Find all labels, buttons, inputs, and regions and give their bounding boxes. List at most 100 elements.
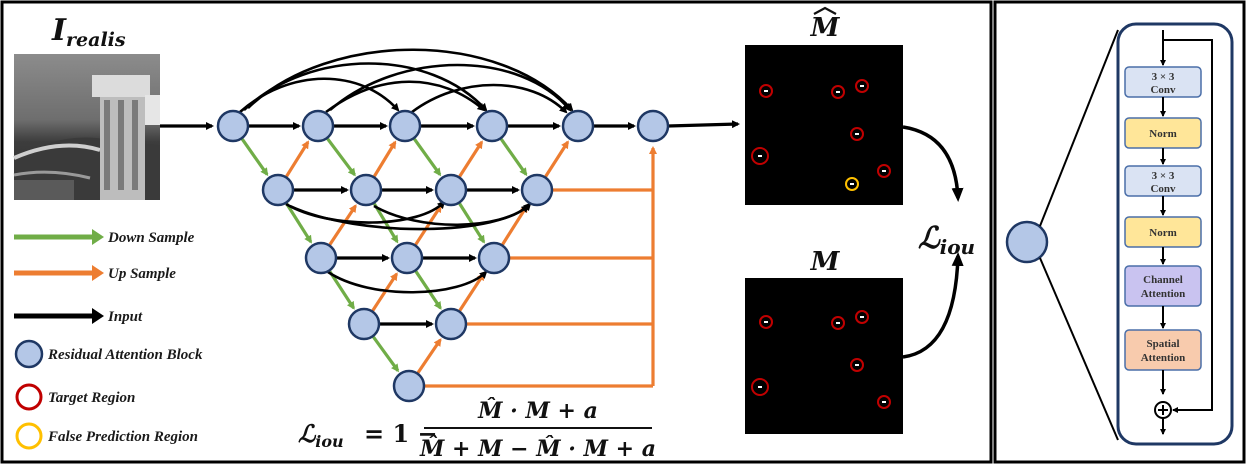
gt-targets-ring-3 bbox=[850, 358, 864, 372]
rab-step-line1-5: Spatial bbox=[1146, 338, 1179, 350]
gt-targets-ring-4 bbox=[751, 378, 769, 396]
gt-targets-ring-1 bbox=[831, 316, 845, 330]
gt-mask-image bbox=[745, 278, 903, 434]
down-arrow-a1-b1 bbox=[326, 137, 356, 177]
input-image-title: Irealis bbox=[51, 13, 126, 51]
up-arrow-c2-b3 bbox=[501, 204, 529, 246]
formula-eq: = 1 − bbox=[364, 419, 438, 448]
pred-targets-ring-2 bbox=[855, 79, 869, 93]
legend-up-label: Up Sample bbox=[108, 266, 176, 282]
legend-down-label: Down Sample bbox=[107, 230, 195, 246]
dense-curve-a1-a4 bbox=[329, 63, 572, 112]
rab-node-c1 bbox=[390, 241, 424, 275]
gt-mask-title: M bbox=[810, 247, 841, 277]
rab-node-b1 bbox=[349, 173, 383, 207]
pred-targets-ring-4 bbox=[751, 147, 769, 165]
formula-denominator: M̂ + M − M̂ · M + a bbox=[419, 436, 656, 462]
pred-targets-dot-6 bbox=[850, 183, 854, 185]
down-arrow-a3-b3 bbox=[499, 138, 528, 177]
rab-node-d0 bbox=[347, 307, 381, 341]
rab-node-c0 bbox=[304, 241, 338, 275]
pred-targets-ring-0 bbox=[759, 84, 773, 98]
up-arrow-b3-a4 bbox=[544, 140, 570, 178]
gt-targets-dot-2 bbox=[860, 316, 864, 318]
legend-false-label: False Prediction Region bbox=[47, 429, 198, 445]
rab-node-e0 bbox=[392, 369, 426, 403]
legend-node-icon bbox=[14, 339, 44, 369]
gt-targets-dot-3 bbox=[855, 364, 859, 366]
down-arrow-b2-c2 bbox=[458, 202, 486, 244]
main-panel-frame bbox=[0, 0, 993, 464]
gt-targets-dot-5 bbox=[882, 401, 886, 403]
pred-targets-ring-6 bbox=[845, 177, 859, 191]
formula-lhs: ℒiou bbox=[298, 419, 344, 451]
rab-step-line1-1: Norm bbox=[1149, 128, 1177, 140]
rab-node-b2 bbox=[434, 173, 468, 207]
pred-mask-title: M bbox=[810, 13, 841, 43]
rab-step-line2-4: Attention bbox=[1141, 288, 1186, 300]
output-arrow bbox=[667, 120, 740, 129]
up-arrow-b2-a3 bbox=[458, 140, 484, 178]
legend-down-arrow-head bbox=[92, 229, 104, 245]
legend-target-label: Target Region bbox=[48, 390, 135, 406]
gt-mask-targets bbox=[751, 310, 891, 409]
gt-targets-ring-2 bbox=[855, 310, 869, 324]
rab-node-a5 bbox=[636, 109, 670, 143]
nested-unet-network bbox=[160, 48, 740, 403]
gt-to-loss-arrow bbox=[902, 252, 964, 359]
pred-mask-hat bbox=[813, 6, 837, 15]
up-arrow-c1-b2 bbox=[414, 204, 443, 246]
gt-targets-dot-4 bbox=[758, 386, 762, 388]
pred-targets-ring-3 bbox=[850, 127, 864, 141]
pred-targets-dot-3 bbox=[855, 133, 859, 135]
down-arrow-a0-b0 bbox=[240, 138, 269, 177]
pred-targets-dot-4 bbox=[758, 155, 762, 157]
block-panel-frame bbox=[993, 0, 1246, 464]
up-arrow-b1-a2 bbox=[372, 140, 397, 178]
up-arrow-b0-a1 bbox=[285, 140, 310, 178]
dense-curve-a0-a4 bbox=[247, 48, 574, 112]
iou-loss-formula: ℒiou = 1 − M̂ · M + a M̂ + M − M̂ · M + … bbox=[298, 398, 656, 462]
legend-up-arrow-head bbox=[92, 265, 104, 281]
down-arrow-c1-d1 bbox=[414, 270, 442, 310]
pred-targets-dot-0 bbox=[764, 90, 768, 92]
down-arrow-d0-e0 bbox=[372, 336, 400, 373]
rab-step-line1-3: Norm bbox=[1149, 227, 1177, 239]
up-arrow-d1-c2 bbox=[458, 272, 485, 312]
pred-targets-dot-1 bbox=[836, 91, 840, 93]
legend-target-icon bbox=[15, 383, 43, 411]
formula-numerator: M̂ · M + a bbox=[477, 398, 598, 424]
rab-node-a4 bbox=[561, 109, 595, 143]
legend-input-label: Input bbox=[107, 309, 143, 325]
dense-curve-a2-a4 bbox=[411, 83, 568, 114]
rab-node-d1 bbox=[434, 307, 468, 341]
pred-targets-dot-5 bbox=[882, 170, 886, 172]
rab-step-line1-2: 3 × 3 bbox=[1152, 170, 1175, 182]
pred-targets-dot-2 bbox=[860, 85, 864, 87]
rab-step-line2-0: Conv bbox=[1150, 84, 1176, 96]
gt-targets-dot-1 bbox=[836, 322, 840, 324]
dense-curve-b0-b3 bbox=[289, 202, 532, 231]
up-arrow-e0-d1 bbox=[416, 338, 442, 374]
gt-targets-dot-0 bbox=[764, 321, 768, 323]
input-infrared-image bbox=[13, 54, 160, 200]
legend-false-icon bbox=[15, 422, 43, 450]
loss-label: ℒiou bbox=[918, 221, 975, 259]
rab-step-line2-2: Conv bbox=[1150, 183, 1176, 195]
legend-input-arrow-head bbox=[92, 308, 104, 324]
up-arrow-d0-c1 bbox=[371, 272, 398, 312]
legend-node-label: Residual Attention Block bbox=[47, 347, 203, 363]
pred-mask-image bbox=[745, 45, 903, 205]
rab-zoom-node bbox=[1005, 220, 1049, 264]
rab-node-a1 bbox=[301, 109, 335, 143]
rab-node-a0 bbox=[216, 109, 250, 143]
down-arrow-b0-c0 bbox=[285, 202, 313, 244]
up-arrow-c0-b1 bbox=[328, 204, 357, 246]
pred-targets-ring-5 bbox=[877, 164, 891, 178]
zoom-line-top bbox=[1039, 29, 1119, 227]
gt-targets-ring-5 bbox=[877, 395, 891, 409]
rab-detail-frame bbox=[1116, 22, 1234, 446]
pred-to-loss-arrow bbox=[902, 125, 964, 202]
dense-curve-b1-b3 bbox=[373, 204, 530, 227]
